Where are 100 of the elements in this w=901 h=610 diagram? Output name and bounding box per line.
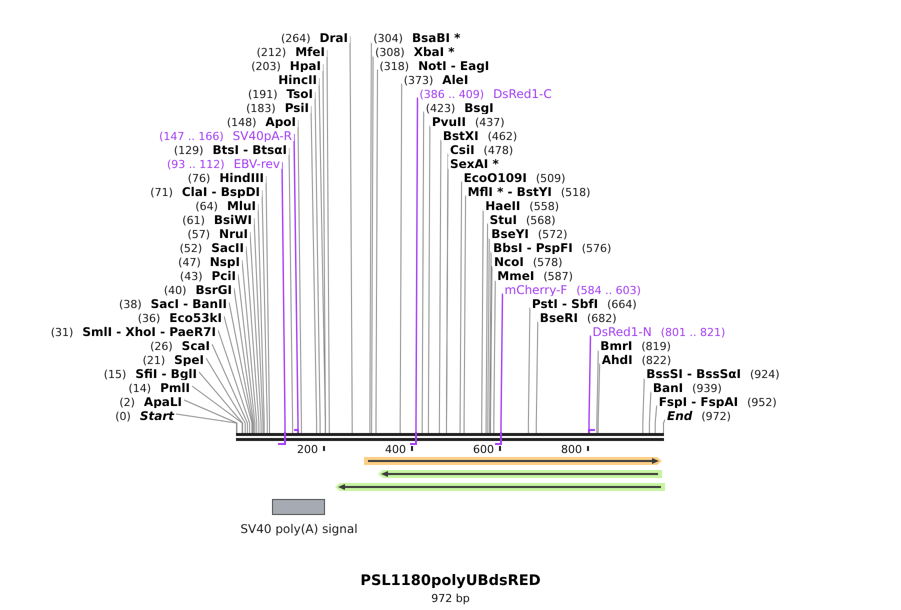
enzyme-name: BsrGI — [195, 282, 232, 296]
enzyme-name: PsiI — [284, 100, 309, 114]
site-position: (191) — [248, 88, 278, 100]
enzyme-name: NspI — [210, 254, 240, 268]
leader-line — [490, 265, 492, 434]
site-position: (952) — [747, 396, 777, 408]
site-position: (40) — [164, 284, 186, 296]
enzyme-name: BsgI — [464, 100, 494, 114]
primer-mark — [588, 429, 595, 433]
leader-line — [184, 400, 238, 434]
site-position: (318) — [380, 60, 410, 72]
enzyme-name: ScaI — [182, 338, 210, 352]
site-position: (924) — [750, 368, 780, 380]
leader-line — [489, 251, 492, 434]
enzyme-name: DraI — [320, 30, 348, 44]
enzyme-name: BbsI - PspFI — [493, 240, 573, 254]
leader-line — [376, 69, 378, 434]
leader-line — [464, 195, 466, 434]
site-position: (664) — [607, 298, 637, 310]
leader-line — [400, 83, 402, 434]
enzyme-name: MmeI — [497, 268, 534, 282]
enzyme-name: BseYI — [491, 226, 529, 240]
sequence-length: 972 bp — [431, 592, 470, 605]
enzyme-name: BseRI — [540, 310, 578, 324]
leader-line — [192, 386, 243, 434]
site-position: (939) — [692, 382, 722, 394]
site-position: (47) — [178, 256, 201, 268]
site-position: (423) — [426, 102, 456, 114]
feature-label: SV40 poly(A) signal — [240, 522, 358, 536]
enzyme-name: TsoI — [286, 86, 313, 100]
site-position: (203) — [251, 60, 281, 72]
site-position: (437) — [474, 116, 505, 128]
leader-line — [648, 391, 652, 434]
enzyme-name: ClaI - BspDI — [182, 184, 260, 198]
site-position: (462) — [488, 130, 518, 142]
leader-line — [438, 139, 442, 434]
enzyme-name: SexAI * — [450, 156, 499, 170]
directional-feature-bar — [364, 457, 662, 465]
site-position: (972) — [701, 410, 731, 422]
leader-line — [487, 237, 490, 434]
primer-mark — [294, 429, 299, 433]
enzyme-name: StuI — [490, 212, 517, 226]
site-position: (478) — [484, 144, 514, 156]
leader-line — [460, 181, 462, 434]
site-position: (509) — [536, 172, 566, 184]
primer-range: (801 .. 821) — [660, 326, 726, 338]
site-position: (36) — [138, 312, 160, 324]
enzyme-name: HaeII — [485, 198, 520, 212]
enzyme-name: NotI - EagI — [418, 58, 490, 72]
scale-label: 200 — [297, 444, 318, 456]
leader-line — [422, 111, 424, 434]
enzyme-name: HincII — [278, 72, 317, 86]
enzyme-name: NruI — [219, 226, 248, 240]
site-position: (822) — [642, 354, 672, 366]
primer-mark — [278, 432, 286, 445]
leader-line — [371, 55, 374, 434]
site-position: (304) — [373, 32, 403, 44]
primer-name: DsRed1-N — [592, 324, 652, 338]
leader-line — [528, 307, 530, 434]
sequence-end-label: End — [667, 408, 692, 422]
site-position: (518) — [560, 186, 590, 198]
enzyme-name: BsaBI * — [412, 30, 460, 44]
site-position: (71) — [150, 186, 173, 198]
site-position: (819) — [641, 340, 671, 352]
enzyme-name: EcoO109I — [464, 170, 527, 184]
enzyme-name: PmlI — [160, 380, 190, 394]
site-position: (308) — [375, 46, 405, 58]
leader-line — [198, 372, 244, 434]
site-position: (587) — [543, 270, 573, 282]
site-position: (183) — [246, 102, 276, 114]
leader-line — [176, 414, 237, 434]
site-position: (2) — [119, 396, 135, 408]
enzyme-name: CsiI — [450, 142, 475, 156]
site-position: (682) — [586, 312, 617, 324]
leader-line — [486, 223, 488, 434]
site-position: (572) — [538, 228, 568, 240]
enzyme-name: HindIII — [219, 170, 264, 184]
leader-line — [369, 41, 372, 434]
enzyme-name: NcoI — [494, 254, 524, 268]
enzyme-name: Eco53kI — [169, 310, 222, 324]
enzyme-name: SmlI - XhoI - PaeR7I — [82, 324, 216, 338]
site-position: (568) — [526, 214, 556, 226]
site-position: (576) — [582, 242, 612, 254]
site-position: (57) — [187, 228, 210, 240]
primer-name: DsRed1-C — [493, 86, 552, 100]
primer-leader-line — [500, 294, 504, 432]
enzyme-name: PvuII — [432, 114, 466, 128]
enzyme-name: MflI * - BstYI — [468, 184, 552, 198]
leader-line — [206, 358, 246, 434]
leader-line — [642, 377, 645, 434]
leader-line — [212, 344, 248, 434]
leader-line — [428, 125, 430, 434]
enzyme-name: BssSI - BssSαI — [646, 366, 741, 380]
primer-range: (386 .. 409) — [420, 88, 484, 100]
scale-label: 800 — [561, 444, 582, 456]
enzyme-name: BanI — [652, 380, 684, 394]
site-position: (61) — [182, 214, 205, 226]
enzyme-name: BmrI — [600, 338, 632, 352]
enzyme-name: ApaLI — [144, 394, 182, 408]
enzyme-name: MfeI — [295, 44, 325, 58]
